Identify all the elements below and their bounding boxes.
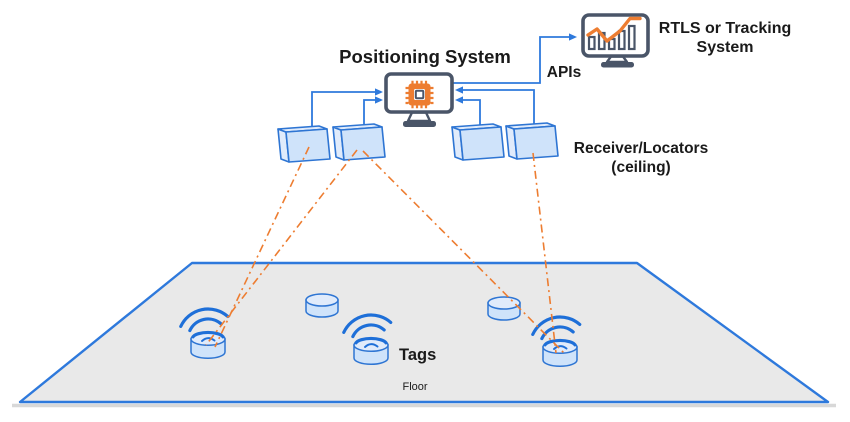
monitor-base: [403, 121, 436, 127]
ranging-line-receiver1-tag1: [214, 146, 310, 348]
link-receiver3-to-positioning-system: [455, 96, 481, 131]
tags-label: Tags: [399, 346, 436, 364]
link-receiver1-to-positioning-system: [311, 88, 383, 132]
receiver-box-3: [451, 123, 505, 161]
positioning-system-label: Positioning System: [339, 46, 511, 67]
receiver-box-1: [277, 125, 331, 163]
receivers-label-line1: Receiver/Locators: [574, 140, 708, 157]
rtls-label-line1: RTLS or Tracking: [659, 20, 791, 37]
ranging-line-receiver2-tag3: [362, 150, 566, 355]
bar-chart-icon: [587, 24, 636, 51]
apis-label: APIs: [547, 64, 581, 81]
receivers-label-line2: (ceiling): [611, 159, 670, 176]
cpu-monitor-icon: [384, 72, 454, 127]
tag-plain-1: [305, 293, 339, 318]
tag-plain-2: [487, 296, 521, 321]
receiver-box-4: [505, 122, 559, 160]
floor-label: Floor: [402, 381, 427, 393]
ranging-line-receiver2-tag1: [205, 149, 358, 346]
chart-monitor-icon: [581, 13, 650, 68]
receiver-box-2: [332, 123, 386, 161]
link-receiver2-to-positioning-system: [363, 96, 383, 131]
link-apis-to-rtls: [452, 33, 577, 84]
trend-line-icon: [586, 16, 642, 43]
rtls-label-line2: System: [697, 39, 754, 56]
rtls-monitor-base: [601, 62, 634, 68]
link-receiver4-to-positioning-system: [455, 86, 535, 130]
ranging-line-receiver4-tag3: [532, 152, 557, 354]
cpu-icon: [405, 80, 434, 109]
floor-plane: [18, 261, 830, 404]
